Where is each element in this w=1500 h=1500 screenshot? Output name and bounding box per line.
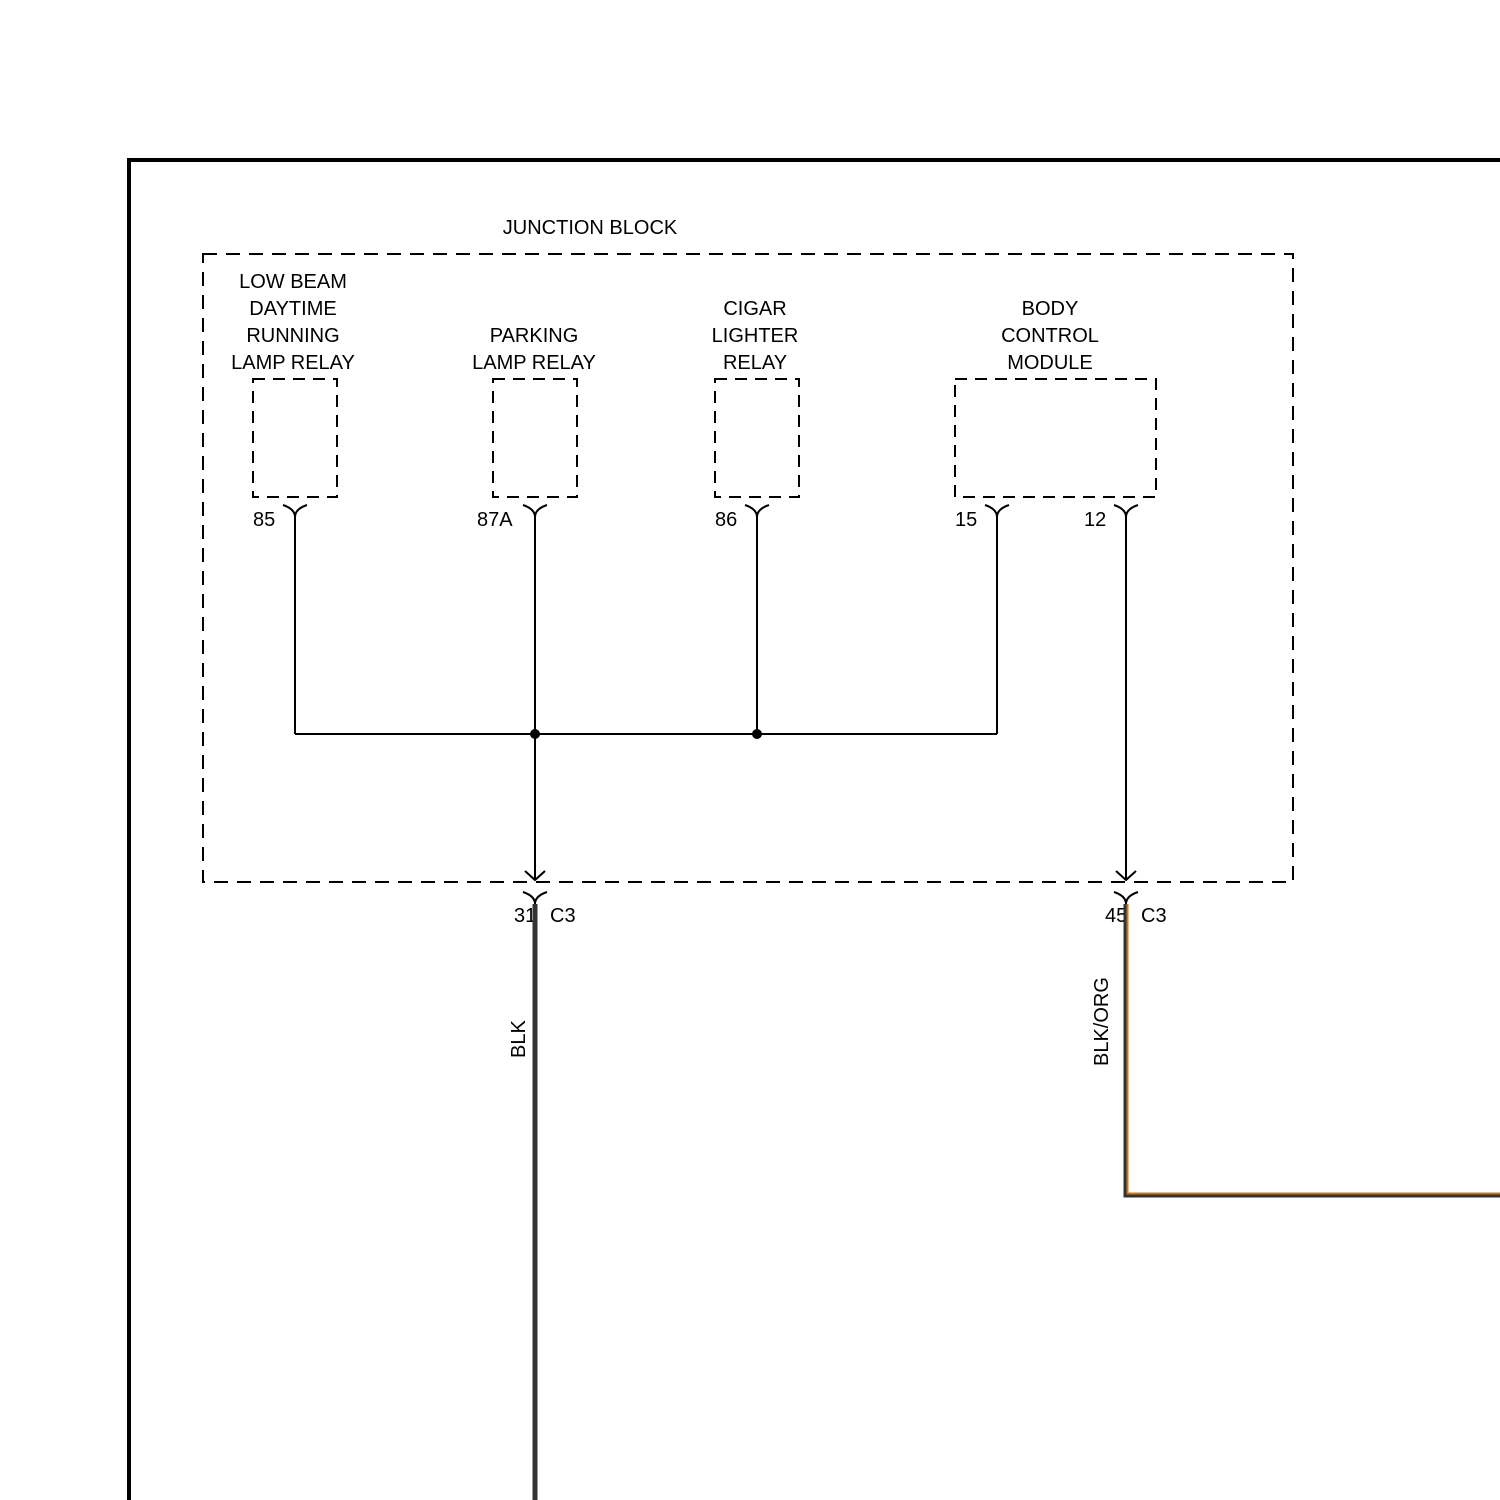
pin-45-terminal bbox=[1114, 892, 1138, 904]
parking-relay-label-1: PARKING bbox=[490, 325, 579, 347]
connector-c3-pin-31: 31 C3 bbox=[514, 892, 576, 927]
cigar-relay-box bbox=[715, 379, 799, 497]
pin-12-label: 12 bbox=[1084, 509, 1106, 531]
pin-31-terminal bbox=[523, 892, 547, 904]
connector-c3-left-label: C3 bbox=[550, 905, 576, 927]
cigar-relay-label-2: LIGHTER bbox=[712, 325, 799, 347]
pin-87a-label: 87A bbox=[477, 509, 513, 531]
cigar-relay-label-3: RELAY bbox=[723, 352, 787, 374]
wire-blk-org-label: BLK/ORG bbox=[1091, 977, 1113, 1066]
low-beam-relay-label-3: RUNNING bbox=[246, 325, 339, 347]
pin-15-label: 15 bbox=[955, 509, 977, 531]
bcm-box bbox=[955, 379, 1156, 497]
splice-node-left bbox=[530, 729, 540, 739]
cigar-relay-label-1: CIGAR bbox=[723, 298, 786, 320]
pin-12-terminal bbox=[1114, 505, 1138, 517]
parking-lamp-relay: PARKING LAMP RELAY 87A bbox=[472, 325, 596, 531]
low-beam-relay-label-4: LAMP RELAY bbox=[231, 352, 355, 374]
wire-blk-label: BLK bbox=[508, 1020, 530, 1058]
pin-87a-terminal bbox=[523, 505, 547, 517]
body-control-module: BODY CONTROL MODULE 15 12 bbox=[955, 298, 1156, 531]
pin-85-terminal bbox=[283, 505, 307, 517]
splice-node-right bbox=[752, 729, 762, 739]
low-beam-relay-label-1: LOW BEAM bbox=[239, 271, 347, 293]
bcm-label-3: MODULE bbox=[1007, 352, 1093, 374]
parking-relay-box bbox=[493, 379, 577, 497]
connector-c3-pin-45: 45 C3 bbox=[1105, 892, 1167, 927]
pin-15-terminal bbox=[985, 505, 1009, 517]
low-beam-relay-label-2: DAYTIME bbox=[249, 298, 336, 320]
wire-blk-org bbox=[1126, 904, 1500, 1195]
connector-c3-right-label: C3 bbox=[1141, 905, 1167, 927]
bcm-label-2: CONTROL bbox=[1001, 325, 1099, 347]
low-beam-drl-relay: LOW BEAM DAYTIME RUNNING LAMP RELAY 85 bbox=[231, 271, 355, 531]
pin-85-label: 85 bbox=[253, 509, 275, 531]
cigar-lighter-relay: CIGAR LIGHTER RELAY 86 bbox=[712, 298, 799, 531]
pin-86-terminal bbox=[745, 505, 769, 517]
low-beam-relay-box bbox=[253, 379, 337, 497]
pin-86-label: 86 bbox=[715, 509, 737, 531]
junction-block-title: JUNCTION BLOCK bbox=[503, 217, 678, 239]
wire-blk-org-stripe bbox=[1128, 904, 1500, 1194]
parking-relay-label-2: LAMP RELAY bbox=[472, 352, 596, 374]
internal-bus bbox=[295, 517, 1136, 880]
junction-block-boundary bbox=[203, 254, 1293, 882]
bcm-label-1: BODY bbox=[1022, 298, 1079, 320]
